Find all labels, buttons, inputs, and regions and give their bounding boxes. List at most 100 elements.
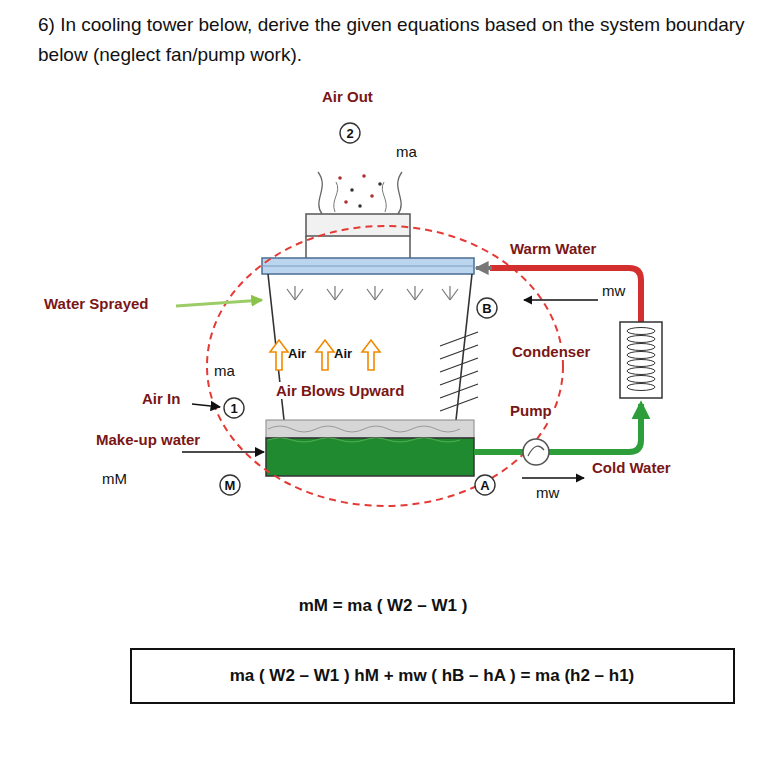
- equation-text: ma ( W2 – W1 ) hM + mw ( hB – hA ) = ma …: [230, 666, 635, 686]
- spray-stroke: [407, 289, 415, 300]
- spray-stroke: [334, 286, 335, 300]
- spray-nozzle: [367, 286, 383, 300]
- air-out-plume: [398, 172, 402, 214]
- mass-flow-symbol: ma: [212, 362, 237, 379]
- air-arrow: [316, 340, 334, 370]
- circle-shape: [340, 123, 360, 143]
- spray-nozzle: [407, 286, 423, 300]
- mass-flow-arrow: [522, 477, 584, 478]
- circle-shape: [220, 475, 240, 495]
- flow-label: Air In: [140, 390, 182, 407]
- fan-stack-wall: [409, 236, 411, 258]
- louver: [440, 397, 478, 411]
- spray-stroke: [327, 289, 335, 300]
- flow-label: Air Out: [320, 88, 375, 105]
- state-point-circle: M: [219, 474, 241, 496]
- warm-water-inlet-arrow: [476, 266, 492, 270]
- circle-shape: [224, 398, 244, 418]
- mass-flow-symbol: ma: [394, 143, 419, 160]
- coil-winding: [627, 360, 655, 367]
- coil-winding: [627, 368, 655, 375]
- spray-nozzles: [287, 286, 458, 300]
- spray-stroke: [335, 289, 343, 300]
- flow-label: Make-up water: [94, 431, 202, 448]
- air-in-arrow: [192, 404, 220, 407]
- air-label: Air: [332, 347, 354, 362]
- question-title: 6) In cooling tower below, derive the gi…: [38, 10, 758, 70]
- coil-winding: [627, 344, 655, 351]
- water-basin: [266, 438, 474, 476]
- equation: mM = ma ( W2 – W1 ): [297, 596, 470, 616]
- state-point-circle: A: [474, 474, 496, 496]
- state-point-circle: B: [476, 297, 498, 319]
- louver: [440, 358, 478, 372]
- spray-stroke: [450, 289, 458, 300]
- tower-deck-line: [262, 266, 474, 267]
- droplet: [370, 194, 374, 198]
- droplet: [344, 200, 348, 204]
- coil-winding: [627, 352, 655, 359]
- air-out-plume: [318, 172, 322, 214]
- mass-flow-symbol: mM: [100, 470, 129, 487]
- spray-stroke: [374, 286, 375, 300]
- air-arrow: [270, 340, 288, 370]
- basin-surface: [268, 438, 460, 442]
- circle-shape: [477, 298, 497, 318]
- spray-stroke: [415, 289, 423, 300]
- spray-nozzle: [327, 286, 343, 300]
- air-out-plume: [382, 182, 386, 212]
- fan-stack-wall: [305, 236, 307, 258]
- callout-number: A: [480, 478, 489, 493]
- circle-shape: [475, 475, 495, 495]
- air-label: Air: [286, 347, 308, 362]
- spray-stroke: [449, 286, 450, 300]
- tower-deck: [262, 258, 474, 274]
- louver: [440, 371, 478, 385]
- spray-nozzle: [442, 286, 458, 300]
- equation-box: ma ( W2 – W1 ) hM + mw ( hB – hA ) = ma …: [130, 648, 735, 704]
- flow-label: Air Blows Upward: [274, 382, 406, 399]
- spray-stroke: [375, 289, 383, 300]
- cold-water-pipe: [549, 404, 641, 452]
- fill-wave: [268, 426, 460, 432]
- droplet: [378, 182, 382, 186]
- spray-stroke: [442, 289, 450, 300]
- spray-nozzle: [287, 286, 303, 300]
- coil-winding: [627, 376, 655, 383]
- air-arrow: [362, 340, 380, 370]
- coil-winding: [627, 336, 655, 343]
- condenser-coils: [627, 328, 655, 391]
- louver: [440, 384, 478, 398]
- tower-louvers: [440, 332, 478, 411]
- water-sprayed-arrow: [176, 300, 262, 306]
- make-up-water-arrow: [182, 451, 264, 453]
- pump-impeller: [528, 446, 544, 456]
- louver: [440, 332, 478, 346]
- warm-water-pipe: [490, 268, 641, 322]
- droplet: [362, 174, 366, 178]
- droplet: [350, 188, 354, 192]
- spray-stroke: [287, 289, 295, 300]
- condenser-coil-box: [620, 322, 662, 398]
- basin-outlet-pipe: [474, 449, 523, 455]
- fan-stack: [306, 214, 410, 236]
- callout-number: 2: [346, 126, 353, 141]
- mass-flow-symbol: mw: [600, 282, 627, 299]
- state-point-circle: 2: [339, 122, 361, 144]
- component-label: Condenser: [510, 343, 592, 360]
- louver: [440, 345, 478, 359]
- component-label: Pump: [508, 402, 554, 419]
- flow-label: Cold Water: [590, 459, 673, 476]
- air-out-plume: [334, 182, 338, 212]
- callout-number: B: [482, 301, 491, 316]
- spray-stroke: [294, 286, 295, 300]
- droplet: [338, 176, 342, 180]
- spray-stroke: [414, 286, 415, 300]
- flow-label: Water Sprayed: [42, 295, 150, 312]
- coil-winding: [627, 384, 655, 391]
- pump-symbol: [523, 439, 549, 465]
- callout-number: M: [225, 478, 236, 493]
- callout-number: 1: [230, 401, 237, 416]
